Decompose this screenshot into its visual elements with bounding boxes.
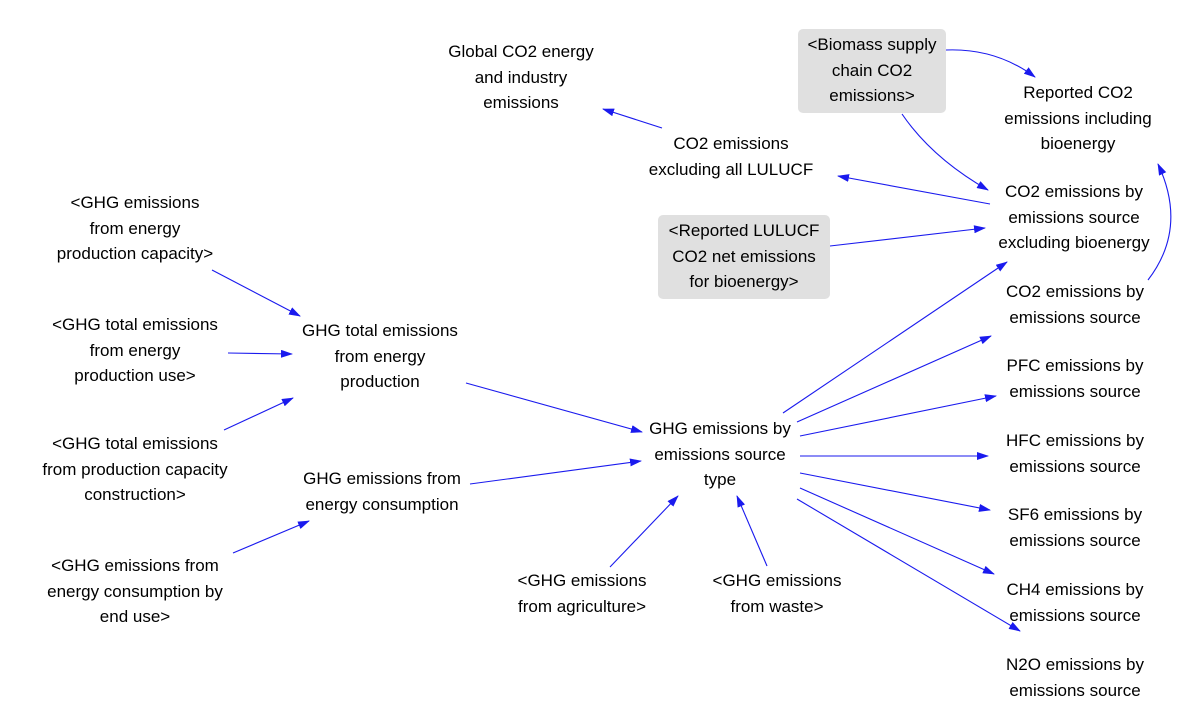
edge-ghg-consumption-to-by-source-type (469, 458, 642, 485)
node-ghg-consumption-by-end-use: <GHG emissions from energy consumption b… (47, 556, 223, 626)
edge-waste-to-by-source-type (736, 495, 768, 567)
node-ghg-from-energy-capacity: <GHG emissions from energy production ca… (56, 193, 214, 263)
edge-by-source-type-to-sf6 (799, 472, 991, 512)
edge-co2-by-src-to-reported-co2 (1147, 163, 1172, 281)
edge-end-use-to-ghg-consumption (232, 520, 310, 554)
edge-ghg-total-prod-to-by-source-type (465, 382, 643, 433)
node-hfc-by-emissions-source: HFC emissions by emissions source (1006, 431, 1144, 476)
edge-by-source-type-to-ch4 (799, 487, 995, 575)
node-co2-by-emissions-source: CO2 emissions by emissions source (1006, 282, 1144, 327)
node-ghg-total-energy-production-use: <GHG total emissions from energy product… (52, 315, 218, 385)
edge-by-source-type-to-co2-by-src-excl-bio (782, 261, 1008, 414)
edge-co2-excl-lulucf-to-global (602, 108, 663, 129)
node-global-co2-energy-industry: Global CO2 energy and industry emissions (448, 42, 594, 112)
node-ghg-total-capacity-construction: <GHG total emissions from production cap… (42, 434, 228, 504)
node-ch4-by-emissions-source: CH4 emissions by emissions source (1006, 580, 1144, 625)
node-pfc-by-emissions-source: PFC emissions by emissions source (1006, 356, 1144, 401)
edge-by-source-type-to-n2o (796, 498, 1021, 632)
edge-use-to-ghg-total-prod (227, 349, 293, 358)
node-reported-lulucf-co2: <Reported LULUCF CO2 net emissions for b… (658, 215, 830, 299)
node-ghg-total-energy-production: GHG total emissions from energy producti… (302, 321, 458, 391)
edge-capacity-to-ghg-total-prod (211, 269, 301, 317)
node-co2-excluding-lulucf: CO2 emissions excluding all LULUCF (648, 134, 814, 179)
edge-biomass-to-reported-co2 (945, 49, 1036, 78)
node-reported-co2-incl-bioenergy: Reported CO2 emissions including bioener… (1004, 83, 1152, 153)
edge-biomass-to-co2-by-src-excl-bio (901, 113, 989, 191)
edge-co2-by-src-excl-bio-to-co2-excl-lulucf (837, 174, 991, 205)
edge-agriculture-to-by-source-type (609, 495, 679, 568)
node-biomass-supply-chain-co2: <Biomass supply chain CO2 emissions> (798, 29, 946, 113)
node-co2-by-source-excl-bioenergy: CO2 emissions by emissions source exclud… (998, 182, 1150, 252)
node-ghg-from-waste: <GHG emissions from waste> (712, 571, 842, 616)
edge-lulucf-to-co2-by-src-excl-bio (829, 225, 986, 247)
node-ghg-by-emissions-source-type: GHG emissions by emissions source type (649, 419, 791, 489)
node-sf6-by-emissions-source: SF6 emissions by emissions source (1007, 505, 1143, 550)
edge-construction-to-ghg-total-prod (223, 397, 294, 431)
edge-by-source-type-to-pfc (799, 394, 997, 437)
node-ghg-from-energy-consumption: GHG emissions from energy consumption (303, 469, 461, 514)
edge-by-source-type-to-co2-by-src (796, 335, 992, 423)
node-n2o-by-emissions-source: N2O emissions by emissions source (1006, 655, 1144, 700)
node-ghg-from-agriculture: <GHG emissions from agriculture> (517, 571, 647, 616)
